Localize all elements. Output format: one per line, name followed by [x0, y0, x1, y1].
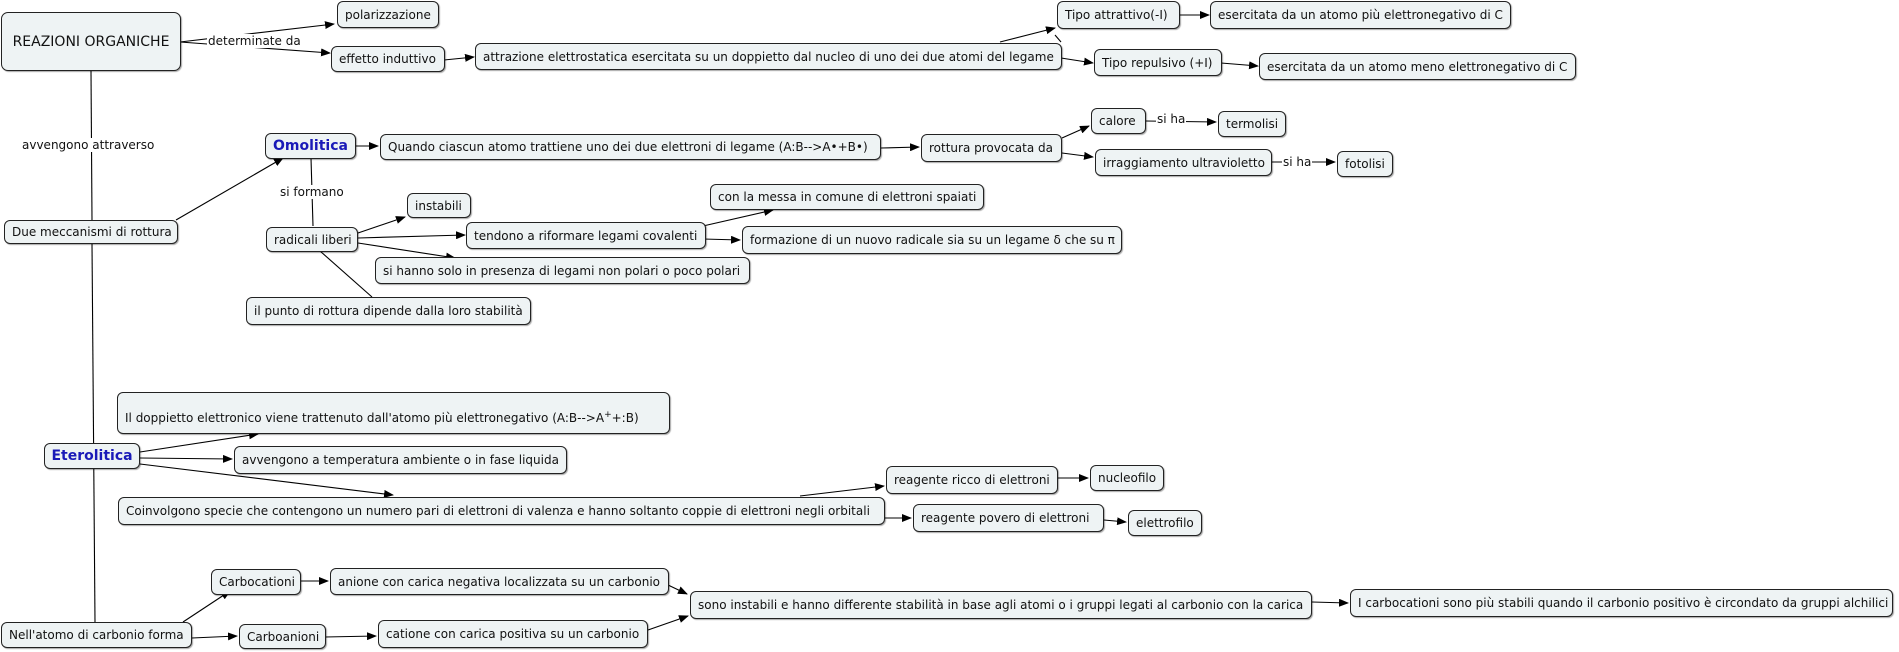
edge — [357, 216, 406, 234]
concept-doppietto-elettronico[interactable]: Il doppietto elettronico viene trattenut… — [117, 392, 670, 434]
concept-esercitata-meno-elettronegativo[interactable]: esercitata da un atomo meno elettronegat… — [1259, 53, 1576, 80]
edge — [324, 632, 377, 641]
link-label-si-ha: si ha — [1156, 112, 1187, 126]
edge — [667, 584, 688, 595]
doppietto-superscript: + — [604, 410, 612, 420]
concept-quando-ciascun-atomo[interactable]: Quando ciascun atomo trattiene uno dei d… — [380, 134, 881, 160]
concept-nucleofilo[interactable]: nucleofilo — [1090, 465, 1164, 491]
concept-irraggiamento-ultravioletto[interactable]: irraggiamento ultravioletto — [1095, 149, 1272, 176]
edge — [799, 483, 885, 497]
concept-tendono-a-riformare[interactable]: tendono a riformare legami covalenti — [466, 222, 706, 249]
concept-eterolitica[interactable]: Eterolitica — [44, 443, 140, 469]
concept-instabili[interactable]: instabili — [407, 193, 471, 218]
concept-avvengono-temperatura[interactable]: avvengono a temperatura ambiente o in fa… — [234, 446, 567, 474]
edge — [1220, 61, 1259, 70]
edge — [443, 53, 475, 62]
edge — [357, 242, 456, 261]
edge — [880, 143, 920, 152]
concept-i-carbocationi-stabili[interactable]: I carbocationi sono più stabili quando i… — [1350, 589, 1893, 617]
link-label-determinate-da: determinate da — [207, 34, 302, 48]
edge — [1103, 517, 1127, 526]
edge — [182, 590, 231, 623]
edge — [702, 235, 741, 244]
edge — [139, 431, 259, 453]
concept-termolisi[interactable]: termolisi — [1218, 111, 1286, 137]
concept-tipo-attrattivo[interactable]: Tipo attrattivo(-I) — [1057, 1, 1180, 29]
concept-fotolisi[interactable]: fotolisi — [1337, 151, 1393, 177]
concept-anione-carica-negativa[interactable]: anione con carica negativa localizzata s… — [330, 568, 669, 595]
edge — [191, 632, 238, 641]
concept-reagente-ricco[interactable]: reagente ricco di elettroni — [886, 466, 1058, 494]
edge — [91, 243, 96, 623]
doppietto-text: Il doppietto elettronico viene trattenut… — [125, 411, 605, 425]
concept-nellatomo-di-carbonio[interactable]: Nell'atomo di carbonio forma — [1, 622, 192, 648]
concept-sono-instabili[interactable]: sono instabili e hanno differente stabil… — [690, 591, 1312, 619]
edge — [139, 454, 233, 463]
edge — [175, 157, 284, 221]
edge — [1061, 125, 1090, 139]
concept-elettrofilo[interactable]: elettrofilo — [1128, 510, 1202, 536]
concept-radicali-liberi[interactable]: radicali liberi — [266, 227, 358, 252]
concept-calore[interactable]: calore — [1091, 108, 1146, 134]
concept-omolitica[interactable]: Omolitica — [265, 133, 356, 159]
doppietto-text-end: +:B) — [611, 411, 639, 425]
concept-rottura-provocata[interactable]: rottura provocata da — [921, 134, 1062, 162]
edge — [357, 231, 466, 240]
concept-si-hanno-solo[interactable]: si hanno solo in presenza di legami non … — [375, 257, 750, 284]
concept-reagente-povero[interactable]: reagente povero di elettroni — [913, 504, 1104, 532]
link-label-si-formano: si formano — [279, 185, 345, 199]
concept-carbocationi[interactable]: Carbocationi — [211, 569, 301, 595]
concept-esercitata-piu-elettronegativo[interactable]: esercitata da un atomo più elettronegati… — [1210, 1, 1511, 29]
concept-coinvolgono-specie[interactable]: Coinvolgono specie che contengono un num… — [118, 497, 885, 525]
concept-due-meccanismi[interactable]: Due meccanismi di rottura — [4, 220, 178, 244]
concept-tipo-repulsivo[interactable]: Tipo repulsivo (+I) — [1094, 49, 1222, 76]
edge — [179, 21, 335, 43]
concept-carboanioni[interactable]: Carboanioni — [239, 624, 326, 649]
concept-punto-di-rottura[interactable]: il punto di rottura dipende dalla loro s… — [246, 297, 531, 325]
link-label-avvengono-attraverso: avvengono attraverso — [21, 138, 156, 152]
concept-catione-carica-positiva[interactable]: catione con carica positiva su un carbon… — [378, 620, 648, 648]
concept-polarizzazione[interactable]: polarizzazione — [337, 1, 439, 28]
concept-attrazione-elettrostatica[interactable]: attrazione elettrostatica esercitata su … — [475, 43, 1062, 70]
link-label-si-ha: si ha — [1282, 155, 1313, 169]
edge — [1061, 151, 1094, 160]
concept-formazione-nuovo-radicale[interactable]: formazione di un nuovo radicale sia su u… — [742, 226, 1122, 254]
edge — [1054, 34, 1062, 43]
edge — [1060, 57, 1094, 66]
edge — [702, 208, 774, 227]
concept-con-la-messa-in-comune[interactable]: con la messa in comune di elettroni spai… — [710, 184, 984, 210]
edge — [1311, 598, 1349, 607]
concept-effetto-induttivo[interactable]: effetto induttivo — [331, 46, 445, 72]
concept-reazioni-organiche[interactable]: REAZIONI ORGANICHE — [1, 12, 181, 71]
edge — [319, 250, 373, 298]
edge — [139, 463, 394, 498]
edge — [647, 615, 689, 631]
edge — [999, 26, 1056, 43]
